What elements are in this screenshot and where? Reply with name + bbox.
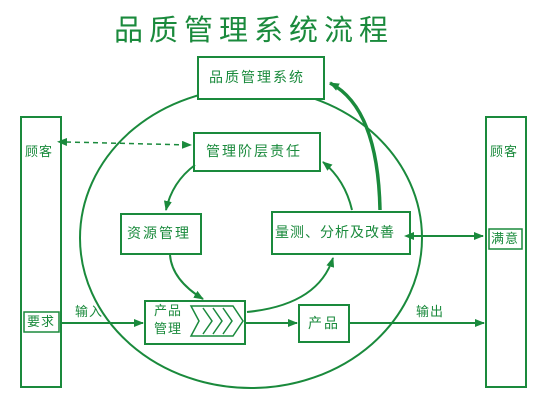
requirement-box (23, 311, 60, 333)
customer-management-dashed-arrow (57, 138, 192, 149)
management-responsibility-label: 管理阶层责任 (206, 144, 302, 160)
process-chevron-inner-3 (222, 307, 233, 335)
product-box (298, 304, 350, 343)
product-label: 产品 (308, 316, 340, 332)
product-realization-to-measurement-arrow (246, 257, 335, 313)
management-responsibility-box (193, 132, 321, 172)
satisfaction-label: 满意 (491, 232, 520, 247)
process-chevron-inner-1 (202, 307, 213, 335)
quality-system-label: 品质管理系统 (209, 70, 305, 86)
customer-right-label: 顾客 (490, 145, 519, 160)
customer-left-label: 顾客 (25, 145, 54, 160)
management-to-resource-arrow (163, 164, 196, 211)
satisfaction-box (488, 228, 523, 250)
process-chevron-icon (189, 305, 244, 337)
product-realization-label-line2: 管理 (154, 322, 183, 337)
resource-management-box (120, 213, 202, 255)
process-chevron-inner-2 (212, 307, 223, 335)
output-label: 输出 (416, 305, 445, 320)
customer-right-column (485, 116, 527, 388)
product-realization-label-line1: 产品 (154, 304, 183, 319)
measurement-to-management-arrow (322, 161, 353, 211)
resource-to-product-realization-arrow (169, 254, 204, 300)
requirement-label: 要求 (27, 315, 56, 330)
page-title: 品质管理系统流程 (114, 13, 395, 47)
input-label: 输入 (75, 305, 104, 320)
customer-left-column (20, 116, 62, 388)
quality-system-box (197, 56, 325, 100)
measurement-analysis-label: 量测、分析及改善 (275, 225, 395, 241)
measurement-to-quality-system-arrow (329, 81, 382, 211)
resource-management-label: 资源管理 (127, 226, 191, 242)
